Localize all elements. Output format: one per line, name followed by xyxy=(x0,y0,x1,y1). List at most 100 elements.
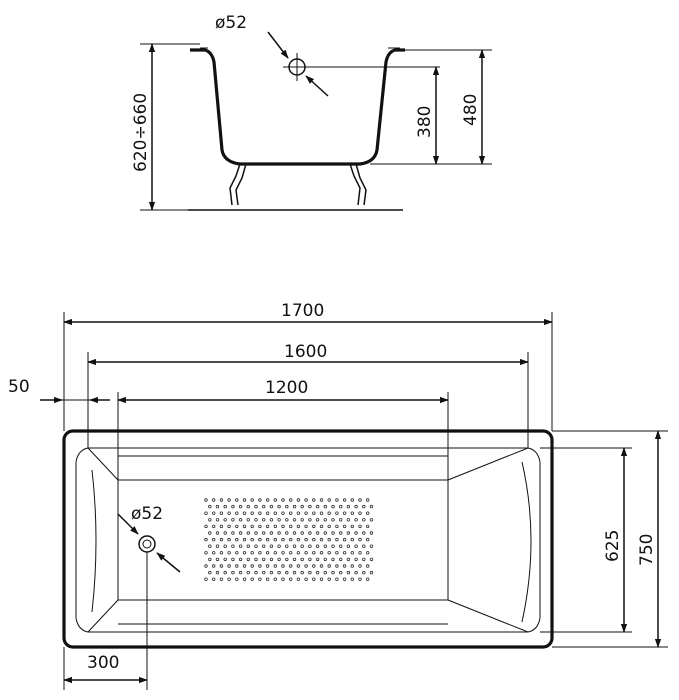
anti-slip-dot xyxy=(289,524,293,529)
anti-slip-dot xyxy=(227,524,231,529)
anti-slip-dot xyxy=(335,551,339,555)
anti-slip-dot xyxy=(273,537,277,542)
anti-slip-dot xyxy=(204,511,208,515)
anti-slip-dot xyxy=(269,531,274,535)
anti-slip-dot xyxy=(304,498,308,502)
anti-slip-dot xyxy=(242,498,247,502)
anti-slip-dot xyxy=(362,544,366,548)
anti-slip-dot xyxy=(211,511,216,515)
anti-slip-dot xyxy=(204,537,208,542)
top-length-outer-label: 1700 xyxy=(281,301,324,321)
anti-slip-dot xyxy=(227,537,231,542)
anti-slip-dot xyxy=(319,537,324,542)
anti-slip-dot xyxy=(250,551,254,555)
anti-slip-dot xyxy=(219,524,224,529)
anti-slip-dot xyxy=(262,518,266,522)
anti-slip-dot xyxy=(296,511,301,515)
anti-slip-dot xyxy=(246,557,250,562)
anti-slip-dot xyxy=(296,524,301,529)
anti-slip-dot xyxy=(265,537,270,542)
anti-slip-dot xyxy=(265,498,270,502)
anti-slip-dot xyxy=(285,518,289,522)
anti-slip-dot xyxy=(215,557,220,562)
anti-slip-dot xyxy=(319,564,324,568)
anti-slip-dot xyxy=(331,544,335,548)
anti-slip-dot xyxy=(339,504,343,509)
anti-slip-dot xyxy=(242,511,247,515)
anti-slip-dot xyxy=(277,570,281,575)
anti-slip-dot xyxy=(231,504,235,509)
anti-slip-dot xyxy=(346,518,351,522)
anti-slip-dot xyxy=(246,504,250,509)
anti-slip-dot xyxy=(250,498,254,502)
anti-slip-dot xyxy=(262,531,266,535)
anti-slip-dot xyxy=(235,564,239,568)
anti-slip-dot xyxy=(238,518,243,522)
anti-slip-dot xyxy=(277,504,281,509)
anti-slip-dot xyxy=(369,557,374,562)
anti-slip-dot xyxy=(208,570,212,575)
side-overflow-height-label: 380 xyxy=(415,106,435,138)
side-rim-height-label: 480 xyxy=(461,94,481,126)
anti-slip-dot xyxy=(242,537,247,542)
anti-slip-dot xyxy=(308,531,312,535)
anti-slip-dot xyxy=(211,524,216,529)
anti-slip-dot xyxy=(208,531,212,535)
anti-slip-dot xyxy=(208,544,212,548)
anti-slip-dot xyxy=(281,537,285,542)
anti-slip-dot xyxy=(235,511,239,515)
anti-slip-dot xyxy=(358,524,362,529)
anti-slip-dot xyxy=(211,498,216,502)
anti-slip-dot xyxy=(358,498,362,502)
anti-slip-dot xyxy=(339,557,343,562)
anti-slip-dot xyxy=(223,504,227,509)
anti-slip-dot xyxy=(308,504,312,509)
side-drain-symbol xyxy=(267,31,440,97)
anti-slip-dot xyxy=(215,518,220,522)
anti-slip-dot xyxy=(265,551,270,555)
anti-slip-dot xyxy=(358,564,362,568)
anti-slip-dot xyxy=(215,544,220,548)
side-rim-height-dim xyxy=(405,49,492,165)
anti-slip-dot xyxy=(312,564,316,568)
top-width-inner-dim xyxy=(540,447,632,633)
anti-slip-dot xyxy=(312,524,316,529)
anti-slip-dot xyxy=(327,577,331,581)
anti-slip-dot xyxy=(289,511,293,515)
top-length-outer-dim xyxy=(63,312,553,431)
anti-slip-dot xyxy=(231,518,235,522)
anti-slip-dot xyxy=(258,577,262,581)
top-drain-offset-label: 300 xyxy=(87,653,119,673)
anti-slip-dot xyxy=(277,557,281,562)
anti-slip-dot xyxy=(308,544,312,548)
top-bottom-length-label: 1200 xyxy=(265,378,308,398)
anti-slip-dot xyxy=(250,524,254,529)
anti-slip-dot xyxy=(350,551,354,555)
anti-slip-dot xyxy=(281,498,285,502)
anti-slip-dot xyxy=(312,537,316,542)
anti-slip-dot xyxy=(339,570,343,575)
anti-slip-dot xyxy=(204,551,208,555)
side-tub-outline xyxy=(190,48,405,166)
anti-slip-dot xyxy=(215,531,220,535)
anti-slip-dot xyxy=(219,511,224,515)
anti-slip-dot xyxy=(254,518,258,522)
anti-slip-dot xyxy=(323,518,327,522)
anti-slip-dot xyxy=(323,531,327,535)
anti-slip-dot xyxy=(238,570,243,575)
anti-slip-dot xyxy=(204,577,208,581)
anti-slip-dot xyxy=(277,531,281,535)
anti-slip-dot xyxy=(208,557,212,562)
anti-slip-dot xyxy=(250,511,254,515)
side-tub-legs xyxy=(229,163,367,206)
anti-slip-dot xyxy=(242,551,247,555)
anti-slip-dot xyxy=(296,537,301,542)
anti-slip-dot xyxy=(258,551,262,555)
top-width-inner-label: 625 xyxy=(603,530,623,562)
anti-slip-dot xyxy=(219,577,224,581)
anti-slip-dot xyxy=(215,570,220,575)
anti-slip-dot xyxy=(308,570,312,575)
anti-slip-dot xyxy=(246,544,250,548)
